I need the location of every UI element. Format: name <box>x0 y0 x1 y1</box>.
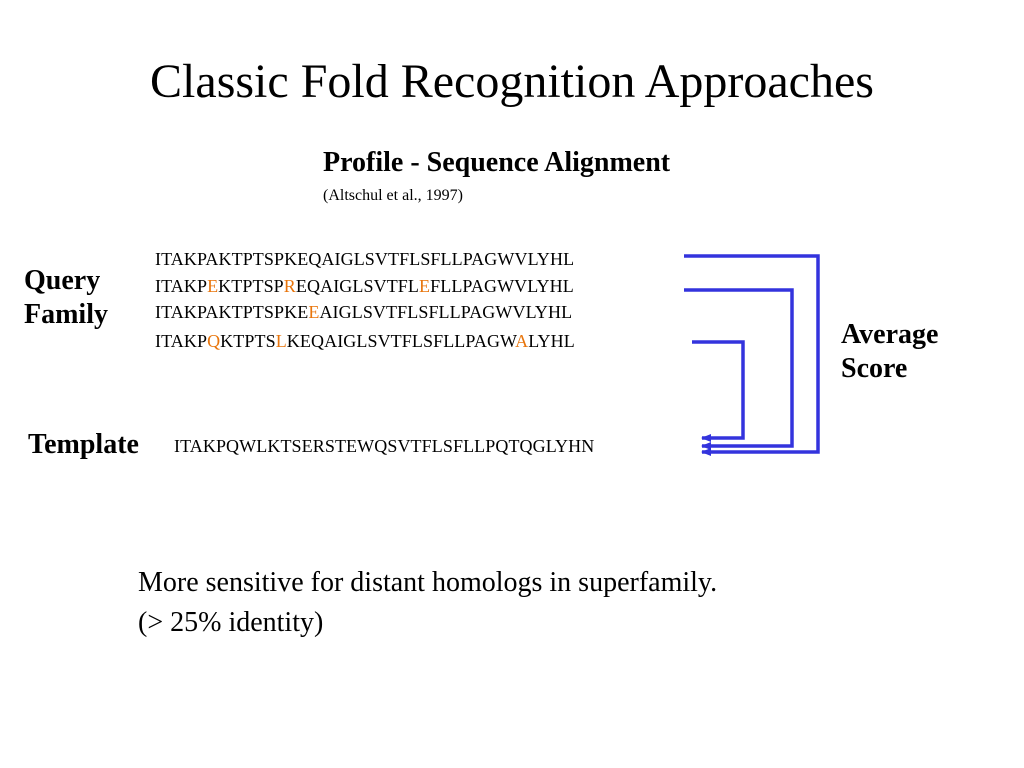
connector-line-1 <box>684 254 820 456</box>
method-title: Profile - Sequence Alignment <box>323 147 671 178</box>
sequence-segment: LYHL <box>528 331 575 351</box>
query-family-label: Query Family <box>24 264 108 332</box>
sequence-segment: KTPTS <box>220 331 276 351</box>
note-line2: (> 25% identity) <box>138 607 324 638</box>
sequence-segment: ITAKPAKTPTSPKEQAIGLSVTFLSFLLPAGWVLYHL <box>155 249 575 269</box>
sequence-segment: ITAKP <box>155 331 208 351</box>
template-sequence: ITAKPQWLKTSERSTEWQSVTFLSFLLPQTQGLYHN <box>174 436 595 456</box>
query-sequence-2: ITAKPEKTPTSPREQAIGLSVTFLEFLLPAGWVLYHL <box>155 276 574 296</box>
substituted-residue: Q <box>207 331 221 351</box>
method-citation: (Altschul et al., 1997) <box>323 187 463 204</box>
template-label: Template <box>28 429 139 460</box>
note-line1: More sensitive for distant homologs in s… <box>138 567 718 598</box>
substituted-residue: E <box>207 276 219 296</box>
average-score-label: Average Score <box>841 318 938 386</box>
query-label-line2: Family <box>24 299 108 330</box>
query-label-line1: Query <box>24 265 101 296</box>
sequence-segment: AIGLSVTFLSFLLPAGWVLYHL <box>319 302 573 322</box>
sequence-segment: EQAIGLSVTFL <box>295 276 419 296</box>
substituted-residue: L <box>275 331 287 351</box>
connector-line-4 <box>692 340 745 442</box>
substituted-residue: E <box>308 302 320 322</box>
query-sequence-1: ITAKPAKTPTSPKEQAIGLSVTFLSFLLPAGWVLYHL <box>155 249 574 269</box>
substituted-residue: R <box>283 276 296 296</box>
sequence-segment: FLLPAGWVLYHL <box>430 276 574 296</box>
query-sequence-3: ITAKPAKTPTSPKEEAIGLSVTFLSFLLPAGWVLYHL <box>155 302 572 322</box>
score-label-line2: Score <box>841 353 908 384</box>
sensitivity-note: More sensitive for distant homologs in s… <box>138 563 717 643</box>
score-label-line1: Average <box>841 319 939 350</box>
substituted-residue: E <box>419 276 431 296</box>
slide-title: Classic Fold Recognition Approaches <box>150 55 874 108</box>
sequence-segment: KEQAIGLSVTFLSFLLPAGW <box>286 331 516 351</box>
sequence-segment: ITAKPAKTPTSPKE <box>155 302 309 322</box>
sequence-segment: KTPTSP <box>218 276 284 296</box>
sequence-segment: ITAKP <box>155 276 208 296</box>
substituted-residue: A <box>515 331 529 351</box>
connector-line-2 <box>684 288 794 450</box>
query-sequence-4: ITAKPQKTPTSLKEQAIGLSVTFLSFLLPAGWALYHL <box>155 331 575 351</box>
